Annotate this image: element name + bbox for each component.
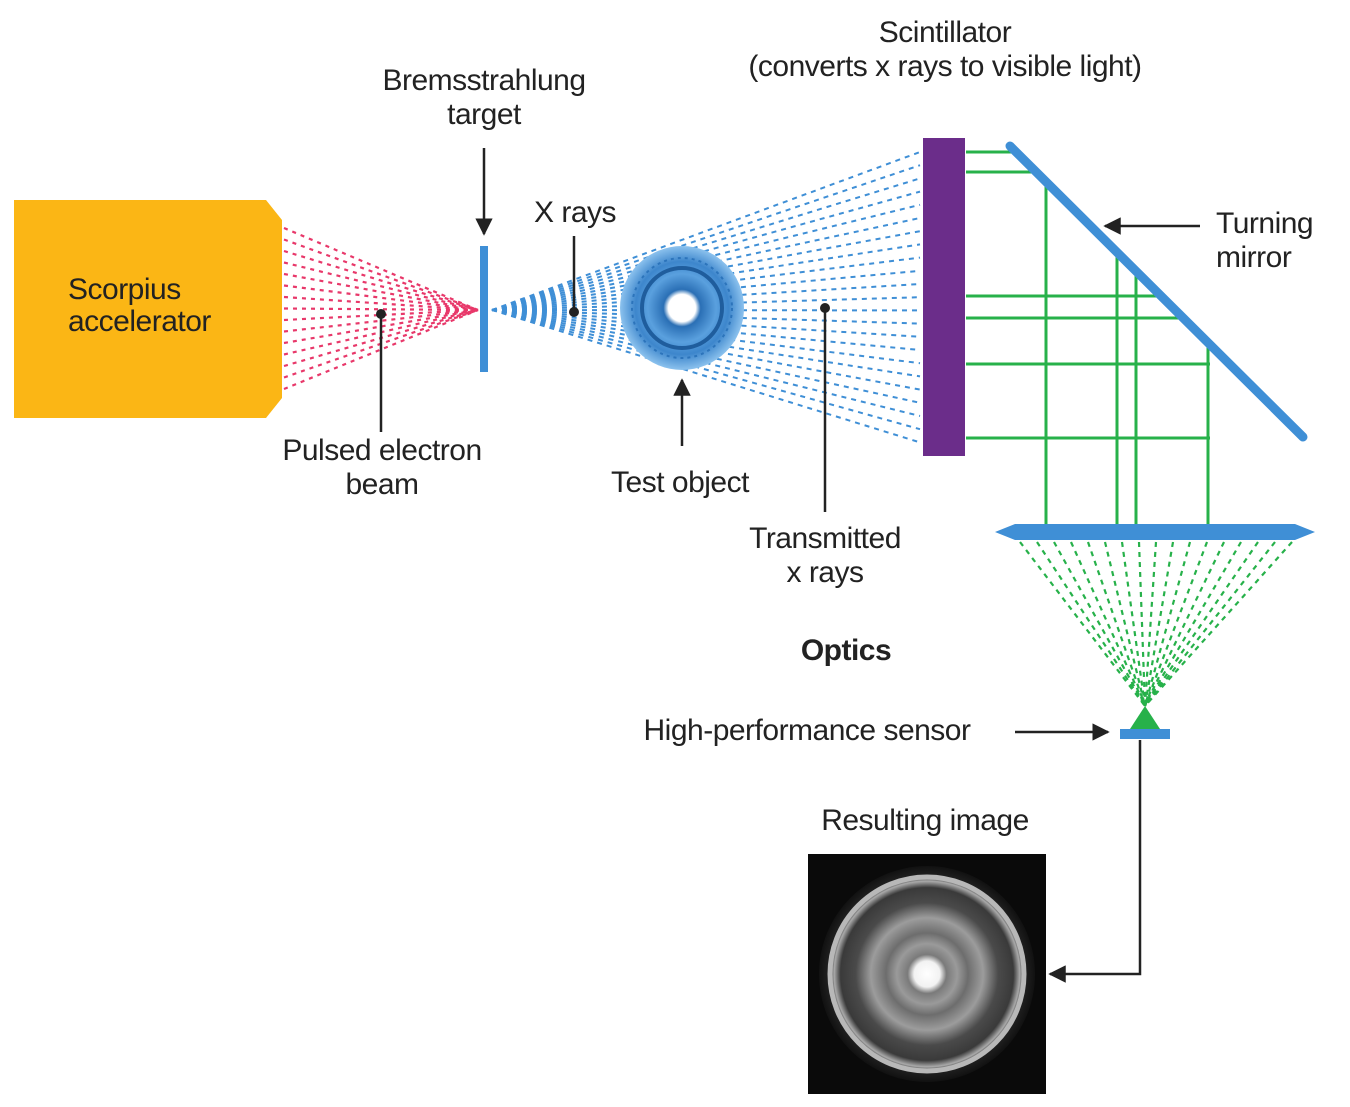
ray xyxy=(1053,541,1146,707)
ray xyxy=(283,308,479,391)
ray xyxy=(1144,541,1242,707)
ray xyxy=(283,249,479,312)
xrays-label: X rays xyxy=(533,196,617,229)
ray xyxy=(283,308,479,333)
ray xyxy=(491,309,921,378)
ray xyxy=(491,151,921,311)
ray xyxy=(1144,541,1293,707)
ray xyxy=(1143,541,1158,707)
ray xyxy=(491,217,921,311)
sensor-focus xyxy=(1130,706,1160,729)
ray xyxy=(1143,541,1192,707)
ray xyxy=(283,284,479,312)
test-object-label: Test object xyxy=(611,466,749,499)
pointer-dots xyxy=(376,303,830,319)
ray xyxy=(491,309,921,391)
sensor-label: High-performance sensor xyxy=(643,714,971,747)
optics-cone xyxy=(1019,541,1293,707)
ray xyxy=(1086,541,1147,707)
turning-mirror xyxy=(1005,141,1308,442)
electron-beam xyxy=(283,226,479,391)
test-object xyxy=(620,246,744,370)
ray xyxy=(1019,541,1146,707)
ray xyxy=(491,256,921,311)
ray xyxy=(283,238,479,312)
bremsstrahlung-target xyxy=(480,246,488,372)
resulting-image-panel xyxy=(808,854,1046,1094)
ray xyxy=(283,272,479,312)
ray xyxy=(1144,541,1276,707)
ray xyxy=(491,309,921,365)
optics-label: Optics xyxy=(800,634,892,667)
scintillator-label: Scintillator(converts x rays to visible … xyxy=(748,16,1142,83)
ray xyxy=(1143,541,1175,707)
ray xyxy=(1036,541,1146,707)
resulting-image-label: Resulting image xyxy=(821,804,1029,837)
ray xyxy=(491,309,921,404)
sensor xyxy=(1120,729,1170,739)
ray xyxy=(491,230,921,311)
ray xyxy=(491,190,921,311)
ray xyxy=(491,177,921,311)
pointer-lines xyxy=(379,148,1200,983)
ray xyxy=(1137,541,1147,707)
scintillator xyxy=(923,138,965,456)
ray xyxy=(283,295,479,312)
ray xyxy=(491,309,921,444)
ray xyxy=(491,243,921,311)
ray xyxy=(1144,541,1225,707)
ray xyxy=(283,308,479,345)
ray xyxy=(1144,541,1259,707)
optics-lens xyxy=(995,524,1315,540)
scorpius-accelerator xyxy=(14,200,282,418)
ray xyxy=(283,261,479,312)
ray xyxy=(1120,541,1147,707)
ray xyxy=(491,309,921,431)
ray xyxy=(1103,541,1147,707)
light-paths xyxy=(966,150,1210,524)
